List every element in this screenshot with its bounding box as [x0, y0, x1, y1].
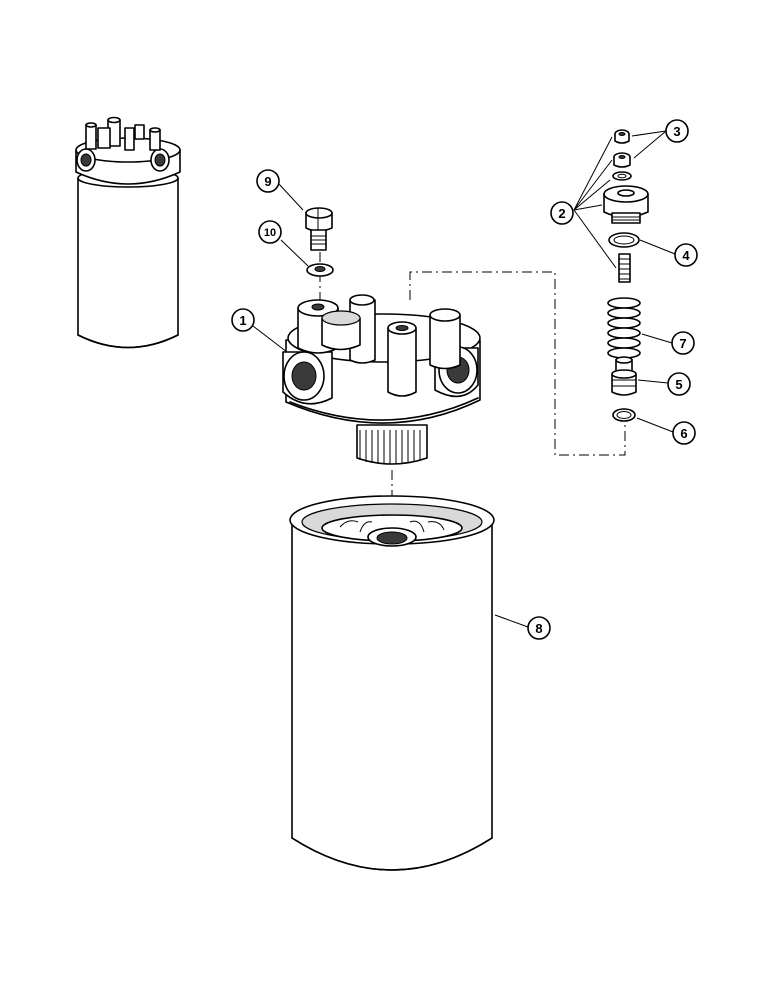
svg-text:8: 8: [535, 621, 542, 636]
svg-text:4: 4: [682, 248, 690, 263]
callout-8: 8: [527, 616, 551, 640]
svg-text:6: 6: [680, 426, 687, 441]
svg-text:5: 5: [675, 377, 682, 392]
o-ring-6: [612, 408, 636, 422]
callout-3: 3: [665, 119, 689, 143]
filter-head: [282, 294, 481, 465]
callout-9: 9: [256, 169, 280, 193]
filter-element: [289, 495, 495, 871]
washer: [306, 263, 334, 277]
assembly-dashed-line: [409, 271, 626, 456]
callout-1: 1: [231, 308, 255, 332]
valve-nut-small: [614, 129, 630, 144]
valve-nut-lower: [613, 152, 631, 168]
leader-lines: [252, 130, 676, 628]
svg-text:9: 9: [264, 174, 271, 189]
assembled-filter-thumbnail: [75, 116, 181, 349]
bolt: [305, 207, 333, 251]
poppet: [611, 356, 637, 396]
adjusting-screw: [618, 253, 631, 283]
callout-4: 4: [674, 243, 698, 267]
svg-text:1: 1: [239, 313, 246, 328]
svg-text:7: 7: [679, 336, 686, 351]
o-ring-4: [608, 232, 640, 248]
callout-5: 5: [667, 372, 691, 396]
svg-text:10: 10: [264, 227, 276, 239]
callout-6: 6: [672, 421, 696, 445]
svg-text:2: 2: [558, 206, 565, 221]
callout-7: 7: [671, 331, 695, 355]
valve-washer-top: [612, 171, 632, 181]
valve-plug: [603, 185, 649, 224]
spring: [607, 297, 641, 359]
svg-text:3: 3: [673, 124, 680, 139]
callout-2: 2: [550, 201, 574, 225]
callout-10: 10: [258, 220, 282, 244]
